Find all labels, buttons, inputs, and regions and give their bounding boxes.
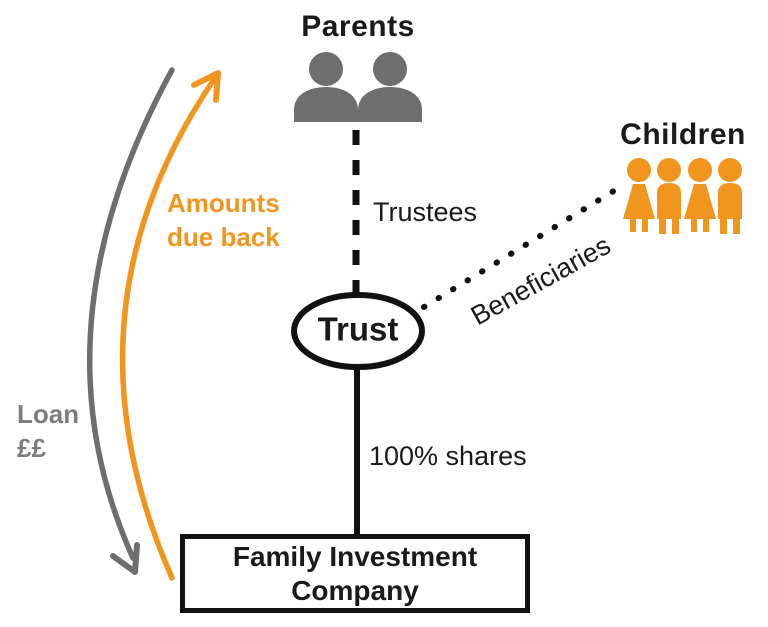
family-investment-company-box: Family Investment Company <box>180 534 530 613</box>
children-icon <box>623 158 742 234</box>
trust-node-label: Trust <box>317 310 399 348</box>
up-arrowhead-icon <box>191 70 221 103</box>
trustees-label: Trustees <box>373 197 478 227</box>
parents-icon <box>294 52 422 122</box>
amounts-due-back-label: Amounts due back <box>167 188 280 252</box>
beneficiaries-dotted-line <box>421 186 620 310</box>
amounts-due-back-arrow <box>119 70 221 581</box>
loan-arrow <box>86 67 175 575</box>
down-arrowhead-icon <box>110 542 140 575</box>
trust-ellipse <box>291 292 425 370</box>
company-label: Family Investment Company <box>232 540 478 606</box>
children-title: Children <box>620 118 746 151</box>
parents-title: Parents <box>301 10 415 43</box>
shares-label: 100% shares <box>369 441 527 471</box>
loan-label: Loan ££ <box>17 399 80 463</box>
